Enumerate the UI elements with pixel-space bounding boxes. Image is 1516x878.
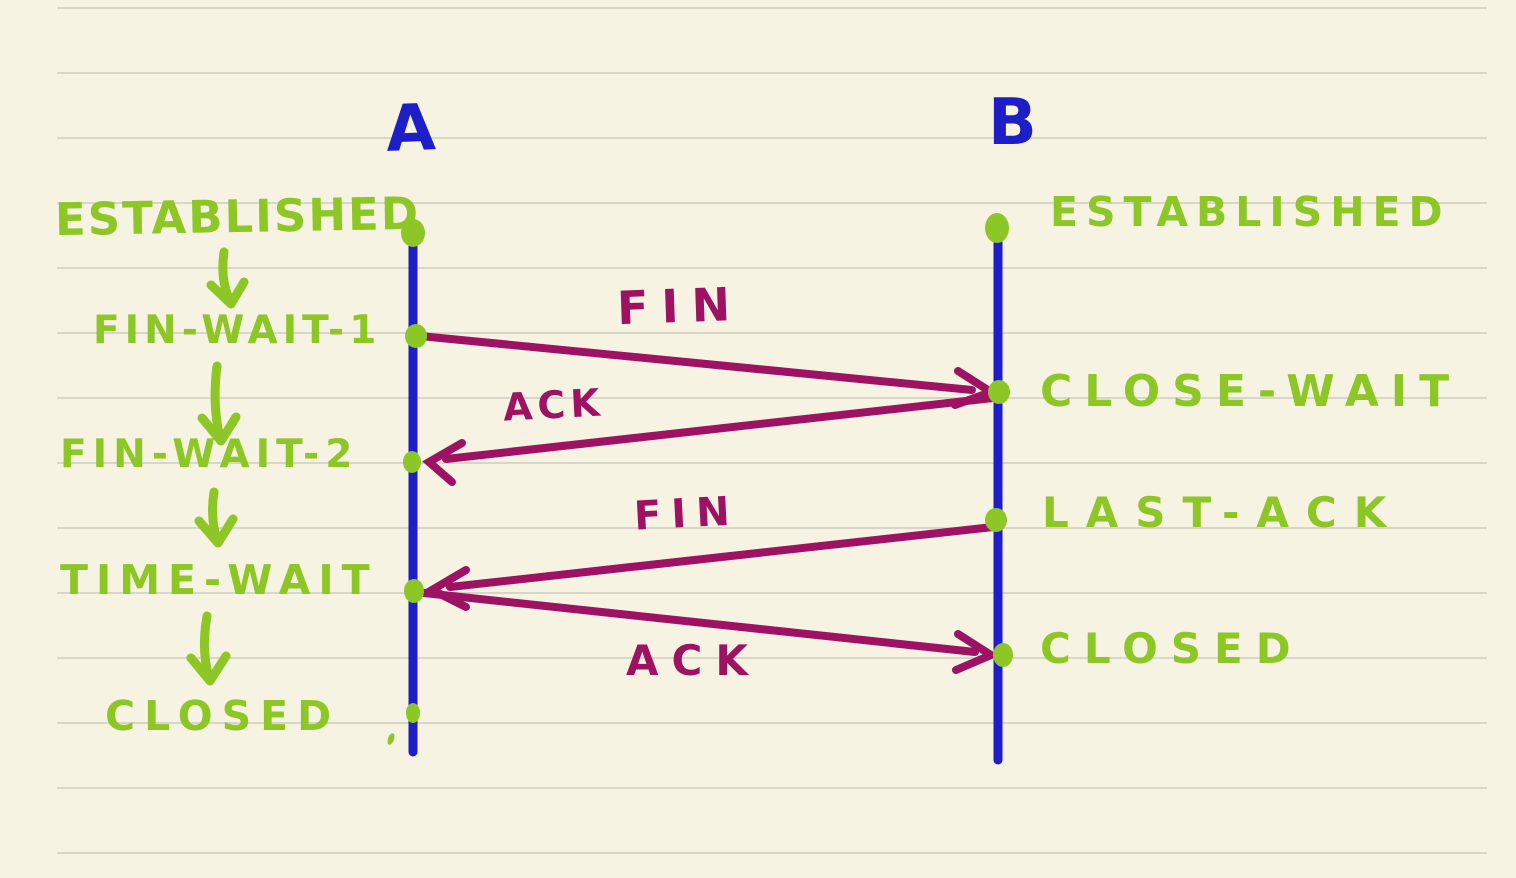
timeline-event-dots <box>387 213 1013 745</box>
down-arrow-icon <box>197 361 241 446</box>
down-arrow-icon <box>194 487 238 548</box>
state-b-closed: CLOSED <box>1040 624 1304 673</box>
dot-a-closed <box>406 703 420 723</box>
dot-a-fin-wait-2 <box>403 451 421 473</box>
arrow-ack-b-to-a <box>422 394 997 486</box>
arrow-fin-b-to-a <box>423 523 997 611</box>
message-fin-1-label: FIN <box>616 276 744 336</box>
state-b-established: ESTABLISHED <box>1050 188 1451 236</box>
state-a-fin-wait-2: FIN-WAIT-2 <box>60 432 359 477</box>
actor-b-label: B <box>988 86 1037 160</box>
state-b-last-ack: LAST-ACK <box>1042 488 1404 537</box>
arrow-ack-a-to-b <box>420 589 1000 674</box>
state-a-time-wait: TIME-WAIT <box>60 556 378 604</box>
dot-b-closed <box>993 643 1013 667</box>
actor-a-label: A <box>384 91 437 167</box>
down-arrow-icon <box>186 611 231 686</box>
state-a-established: ESTABLISHED <box>54 186 421 247</box>
ruled-lines <box>57 7 1487 854</box>
stray-pen-mark <box>387 733 395 745</box>
dot-b-close-wait <box>988 380 1010 404</box>
message-fin-2-label: FIN <box>632 488 741 540</box>
state-b-close-wait: CLOSE-WAIT <box>1040 366 1462 417</box>
dot-a-fin-wait-1 <box>405 324 427 348</box>
dot-a-time-wait <box>404 579 424 603</box>
state-a-closed: CLOSED <box>105 692 341 740</box>
dot-a-established <box>401 219 425 247</box>
down-arrow-icon <box>206 247 249 309</box>
message-ack-1-label: ACK <box>501 380 606 430</box>
state-transition-arrows <box>186 247 249 686</box>
dot-b-last-ack <box>985 508 1007 532</box>
message-ack-2-label: ACK <box>626 636 761 685</box>
state-a-fin-wait-1: FIN-WAIT-1 <box>93 308 382 353</box>
dot-b-established <box>985 213 1009 243</box>
